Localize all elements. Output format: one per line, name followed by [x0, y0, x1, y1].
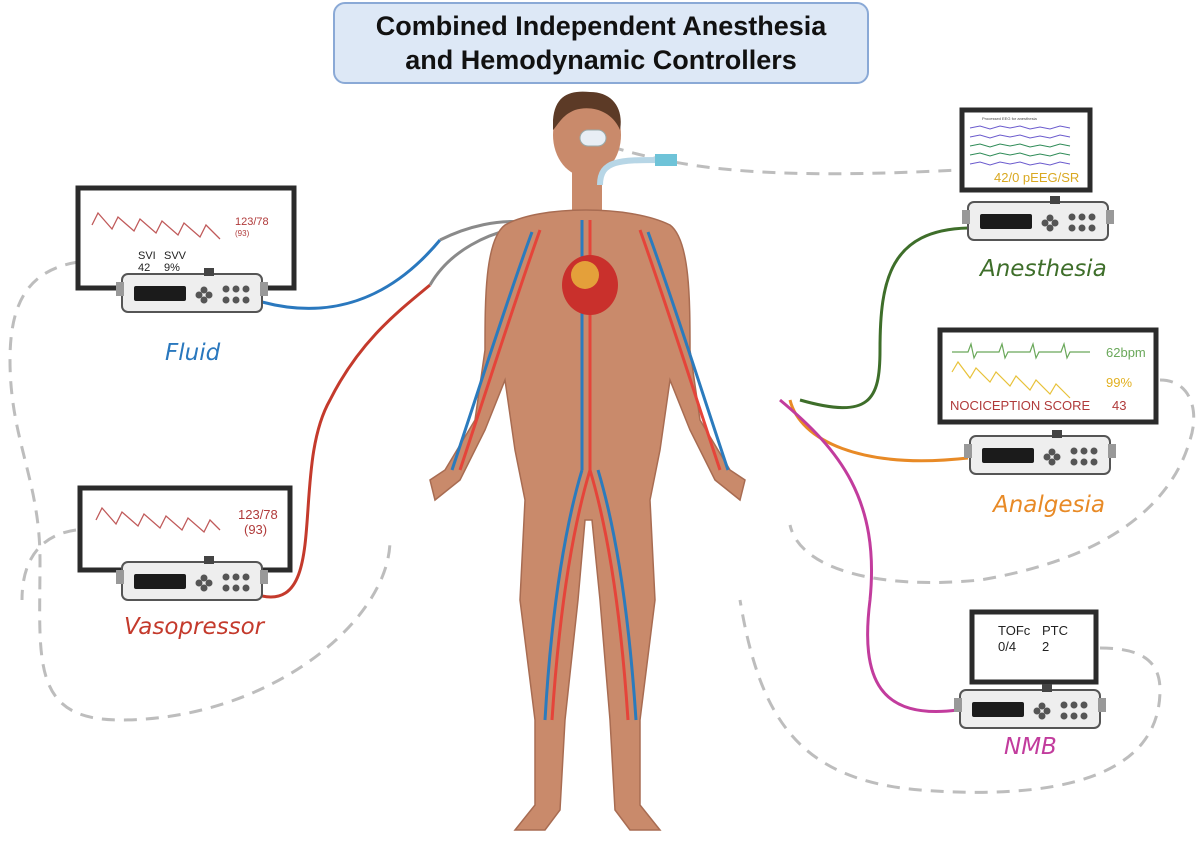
fluid-controller: [75, 185, 297, 313]
patient-figure: [429, 91, 746, 831]
nmb-tofc-value: 0/4: [998, 639, 1017, 654]
anesthesia-line: [799, 226, 969, 410]
fluid-monitor: [75, 185, 297, 291]
nociception-value: 43: [1112, 398, 1127, 413]
dashed-link-vaso: [20, 528, 77, 601]
fluid-line: [261, 239, 442, 310]
tubing: [261, 220, 969, 713]
anesthesia-monitor: [959, 107, 1093, 193]
fluid-svi-label: SVI: [138, 250, 156, 262]
fluid-svv-value: 9%: [164, 262, 180, 274]
anesthesia-pump: [961, 195, 1115, 241]
analgesia-monitor: [937, 327, 1159, 425]
fluid-arterial-waveform: [91, 211, 221, 240]
analgesia-pump: [963, 429, 1117, 475]
nmb-pump: [953, 683, 1107, 729]
dashed-link-analgesia: [788, 378, 1196, 584]
nmb-ptc-value: 2: [1042, 639, 1050, 654]
dashed-link-left-outer: [8, 260, 392, 722]
fluid-svv-label: SVV: [164, 250, 187, 262]
vasopressor-monitor: [77, 485, 293, 573]
vasopressor-pump: [115, 555, 269, 601]
fluid-pump: [115, 267, 269, 313]
vasopressor-map: (93): [244, 522, 268, 537]
anesthesia-readout: 42/0 pEEG/SR: [994, 170, 1080, 185]
anesthesia-screen-caption: Processed EEG for anesthesia: [982, 116, 1037, 121]
fluid-label: Fluid: [165, 340, 221, 366]
diagram-title: Combined Independent Anesthesia and Hemo…: [333, 2, 869, 84]
fluid-svi-value: 42: [138, 262, 151, 274]
nmb-monitor: [969, 609, 1099, 685]
anesthesia-label: Anesthesia: [980, 256, 1107, 282]
nmb-line: [779, 398, 959, 713]
vasopressor-arterial-waveform: [95, 506, 221, 534]
fluid-map: (93): [235, 229, 250, 238]
analgesia-hr: 62bpm: [1106, 345, 1146, 360]
vasopressor-line: [261, 283, 431, 599]
dashed-links: [8, 138, 1196, 794]
analgesia-controller: [937, 327, 1159, 475]
title-line-1: Combined Independent Anesthesia: [375, 11, 827, 41]
nmb-controller: [953, 609, 1107, 729]
nmb-tofc-label: TOFc: [998, 623, 1031, 638]
fluid-bp: 123/78: [235, 216, 269, 228]
vasopressor-bp: 123/78: [238, 507, 278, 522]
title-line-2: and Hemodynamic Controllers: [405, 45, 797, 75]
vasopressor-label: Vasopressor: [124, 614, 265, 640]
analgesia-label: Analgesia: [993, 492, 1106, 518]
vasopressor-controller: [77, 485, 293, 601]
pleth-waveform: [951, 360, 1071, 399]
nmb-ptc-label: PTC: [1042, 623, 1068, 638]
analgesia-spo2: 99%: [1106, 375, 1133, 390]
dashed-link-anesthesia: [589, 138, 961, 176]
ecg-waveform: [952, 341, 1090, 360]
dashed-link-nmb: [738, 599, 1162, 794]
nociception-label: NOCICEPTION SCORE: [950, 398, 1091, 413]
nmb-label: NMB: [1004, 734, 1057, 760]
anesthesia-controller: [959, 107, 1115, 241]
eeg-traces: [969, 125, 1071, 166]
